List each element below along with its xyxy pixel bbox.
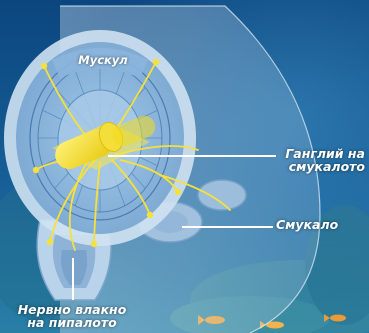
label-ganglion-line2: смукалото — [285, 160, 365, 173]
label-nerve-line2: на пипалото — [2, 316, 142, 329]
label-nerve-fibre: Нервно влакно на пипалото — [2, 303, 142, 329]
sucker — [198, 180, 246, 210]
label-mouth: Смукало — [276, 218, 338, 231]
label-ganglion: Ганглий на смукалото — [285, 147, 365, 173]
label-muscle: Мускул — [62, 54, 144, 67]
